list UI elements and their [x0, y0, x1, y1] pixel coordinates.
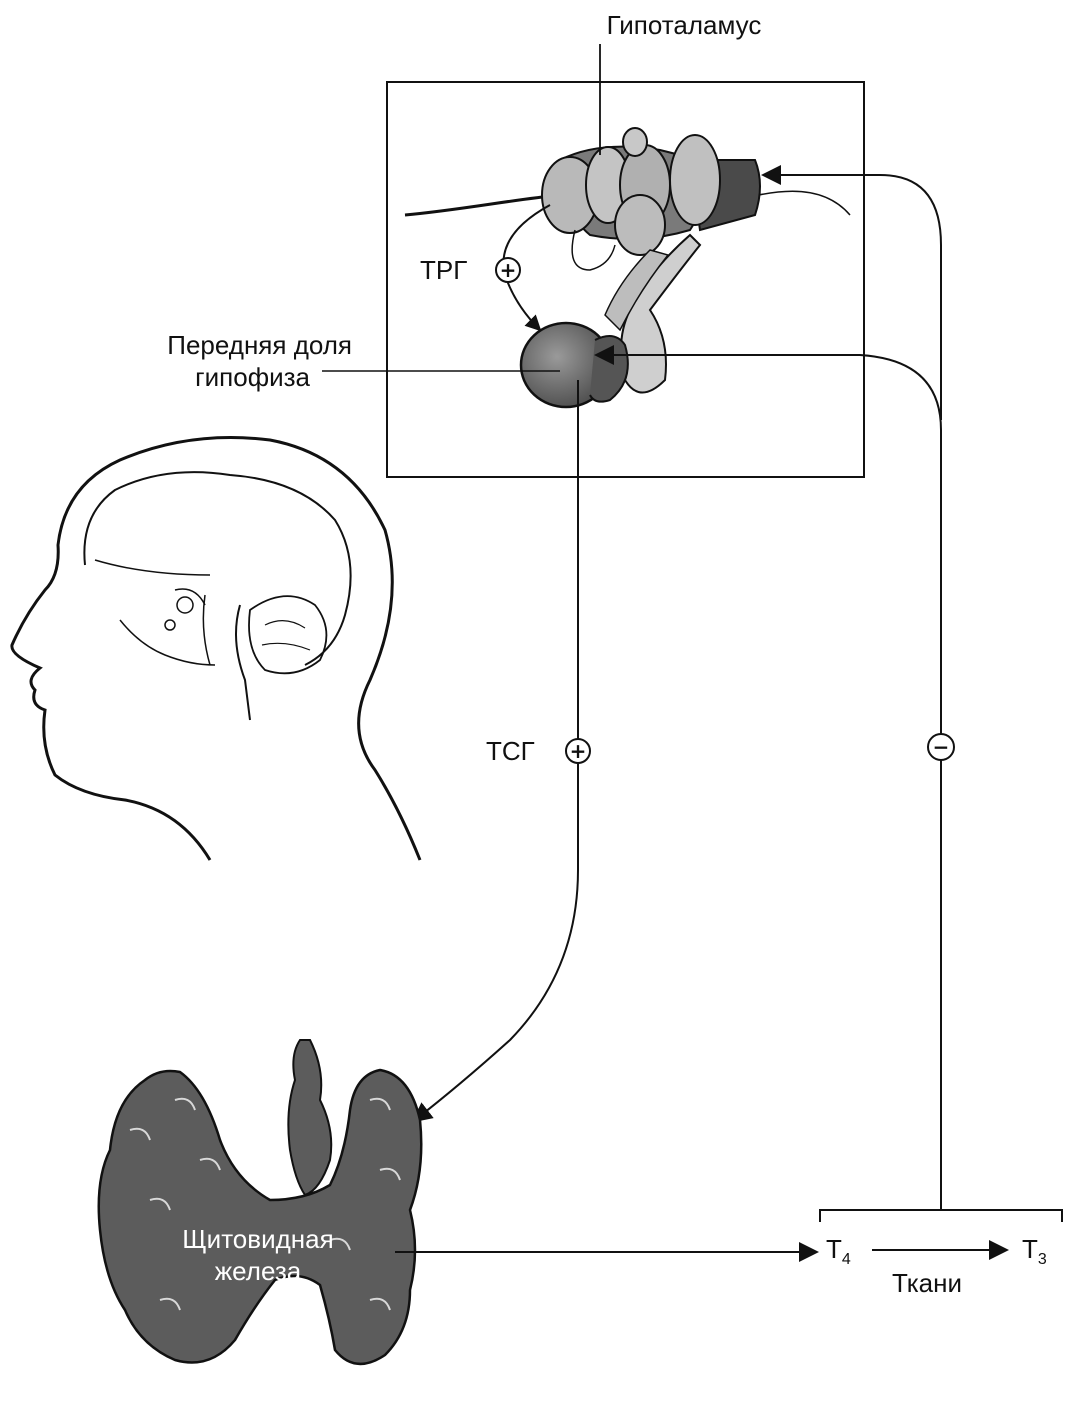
trh-stimulation-badge: +: [495, 257, 521, 283]
t3-label: T3: [1022, 1234, 1047, 1268]
thyroid-label-line1: Щитовидная: [182, 1224, 333, 1254]
feedback-inhibition-badge: −: [927, 733, 955, 761]
tissues-bracket: [819, 1209, 1063, 1222]
thyroid-gland-illustration: [97, 1039, 423, 1365]
svg-text:+: +: [500, 258, 517, 282]
tsh-label: ТСГ: [486, 736, 535, 766]
anterior-pituitary-label-line2: гипофиза: [195, 362, 310, 392]
t4-label: T4: [826, 1234, 851, 1268]
svg-text:+: +: [570, 739, 587, 763]
tissues-label: Ткани: [892, 1268, 962, 1298]
feedback-line: [594, 345, 942, 1210]
hypothalamus-illustration: [404, 127, 851, 394]
feedback-line-hypothalamus: [761, 165, 942, 420]
tsh-arrow: [411, 380, 579, 1123]
head-illustration: [10, 436, 422, 861]
svg-text:−: −: [933, 735, 950, 759]
anterior-pituitary-label-line1: Передняя доля: [167, 330, 352, 360]
thyroid-label-line2: железа: [215, 1256, 302, 1286]
tsh-stimulation-badge: +: [565, 738, 591, 764]
trh-label: ТРГ: [420, 255, 467, 285]
hypothalamus-label: Гипоталамус: [607, 10, 762, 40]
brain-detail-frame: [386, 81, 865, 478]
anterior-pituitary-illustration: [519, 321, 629, 409]
